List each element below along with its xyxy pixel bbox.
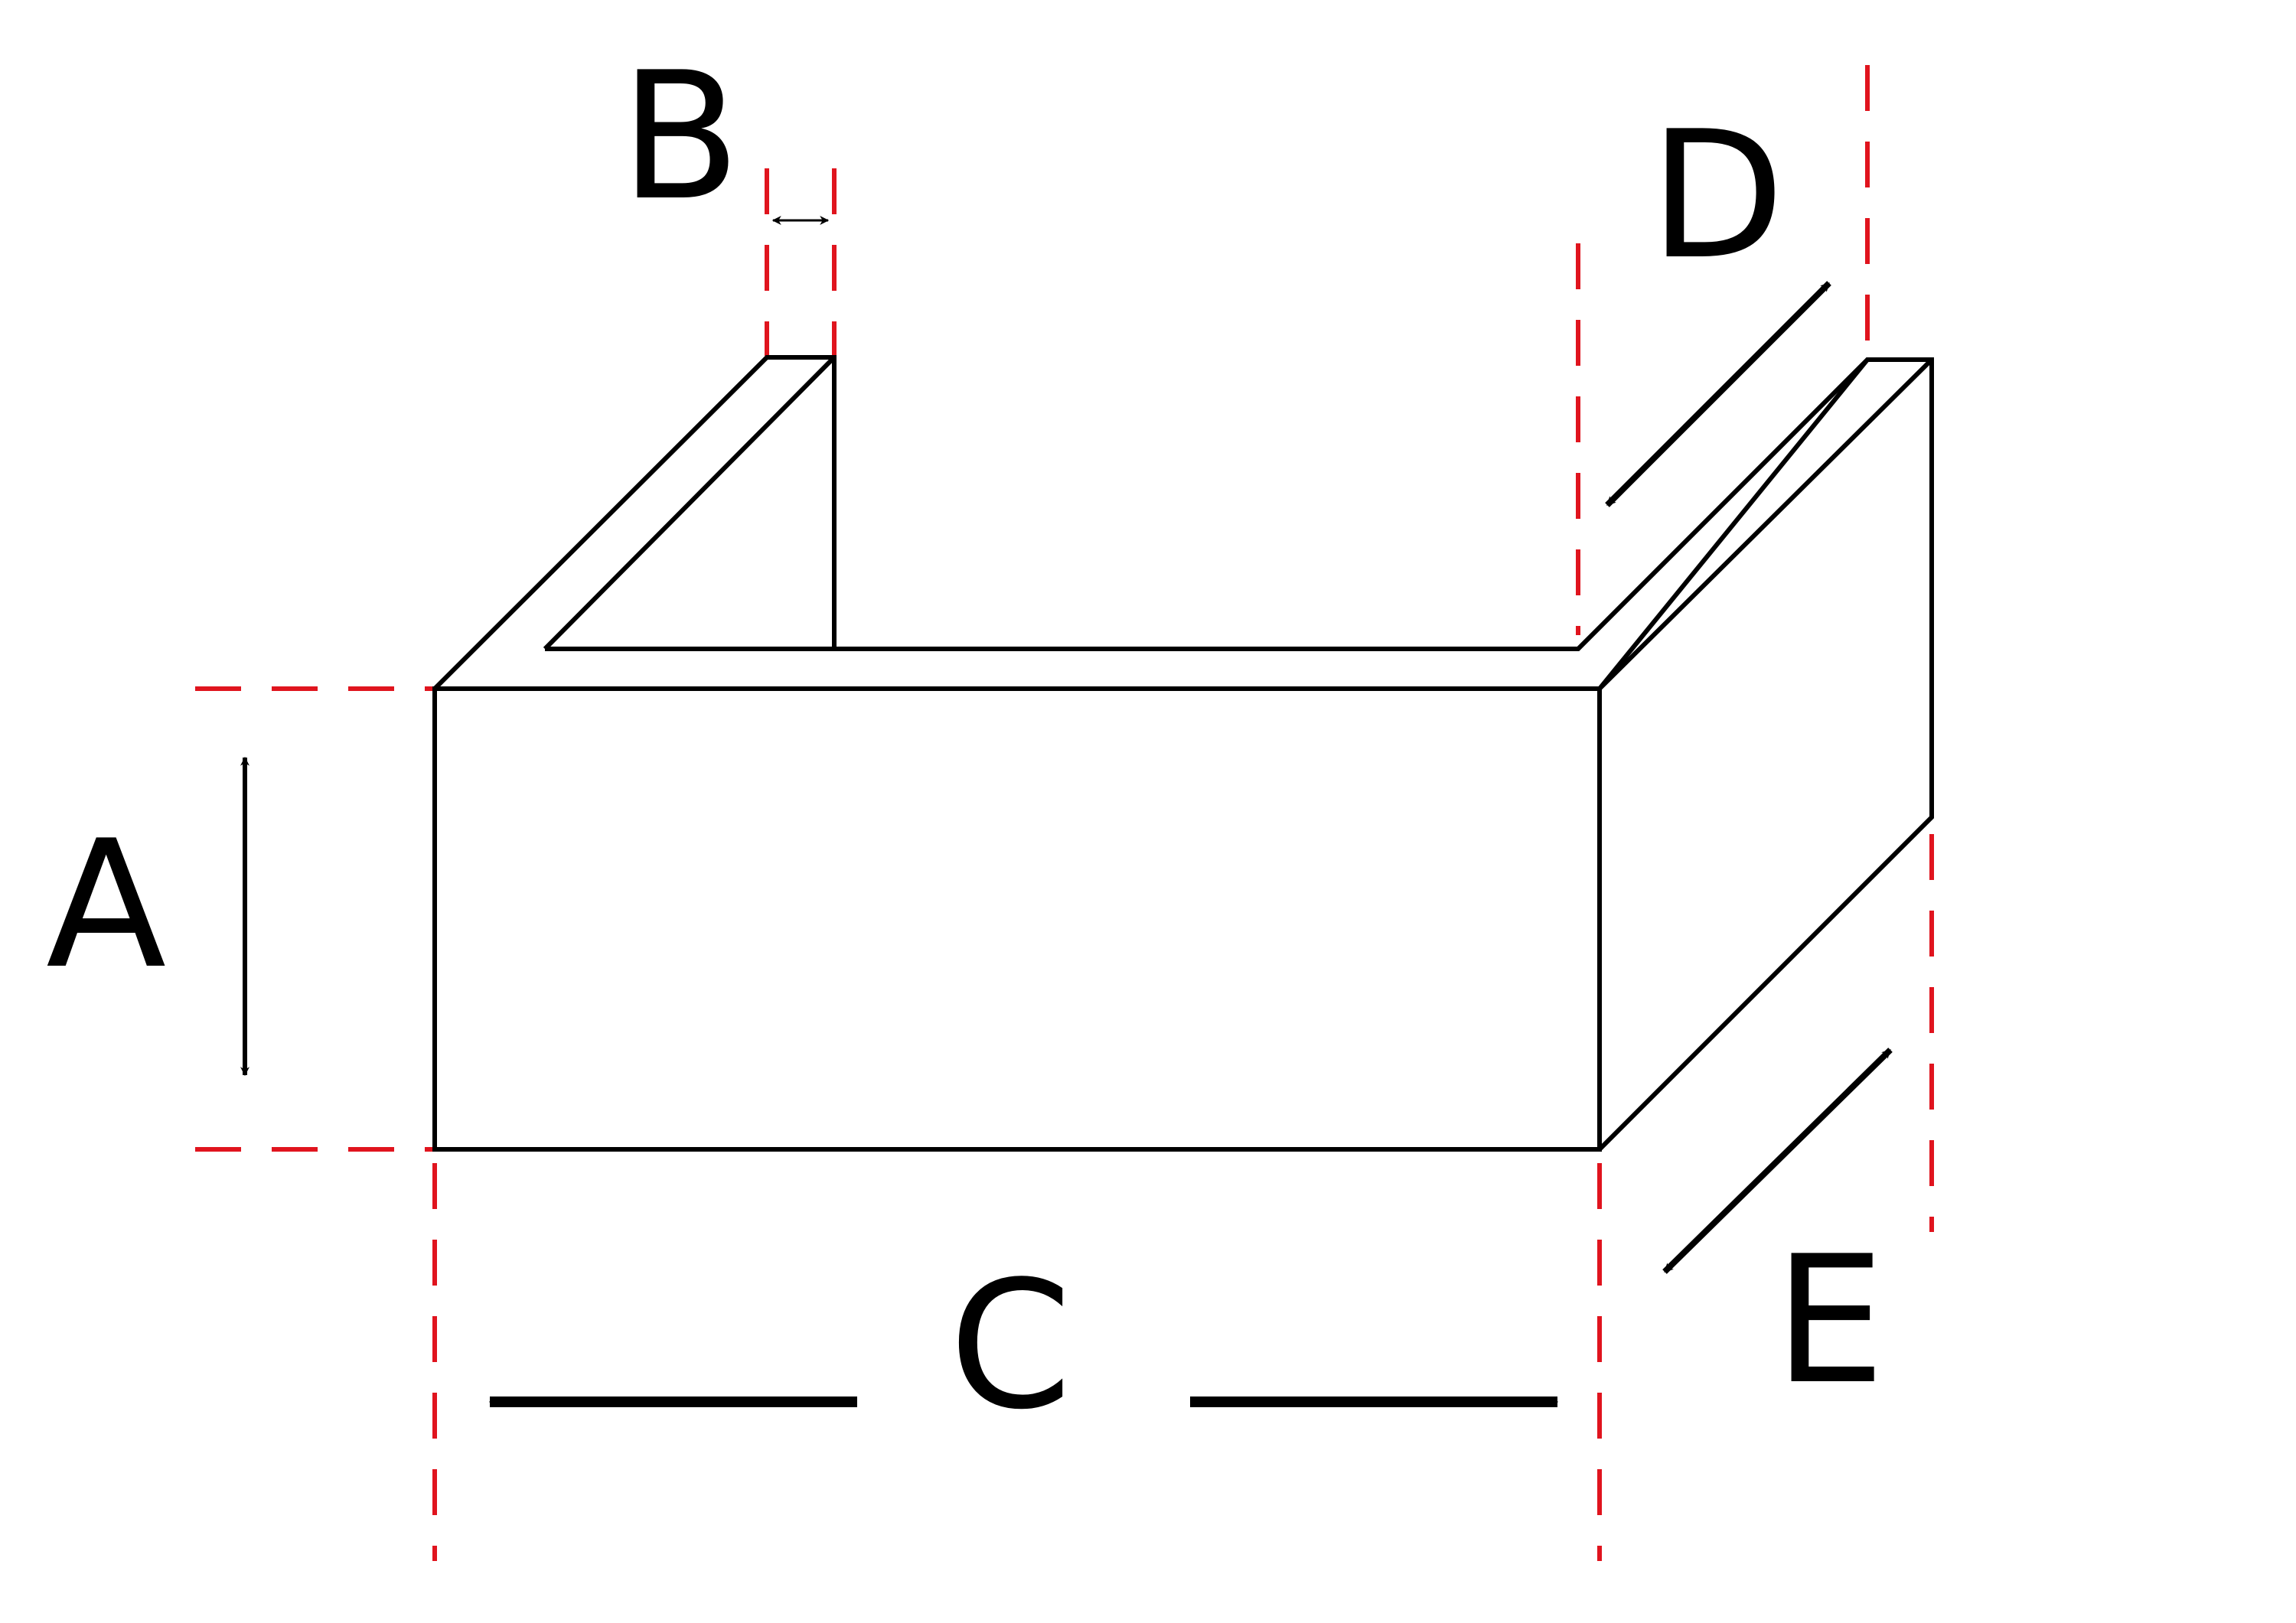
right-wall [1597, 357, 1934, 1152]
label-c: C [949, 1244, 1072, 1449]
dimension-arrows [240, 216, 1893, 1407]
box-outline [432, 355, 1934, 1152]
right-wall-top-edge [1597, 357, 1934, 691]
label-d: D [1649, 94, 1785, 298]
arrow-e [1662, 1048, 1893, 1274]
left-wall [432, 355, 837, 691]
front-face [432, 686, 1602, 1152]
label-e: E [1774, 1219, 1885, 1423]
guide-lines [195, 65, 1934, 1561]
label-a: A [46, 803, 166, 1008]
left-wall-inner-edge [543, 355, 837, 651]
arrow-d [1605, 281, 1831, 507]
label-b: B [620, 35, 741, 240]
